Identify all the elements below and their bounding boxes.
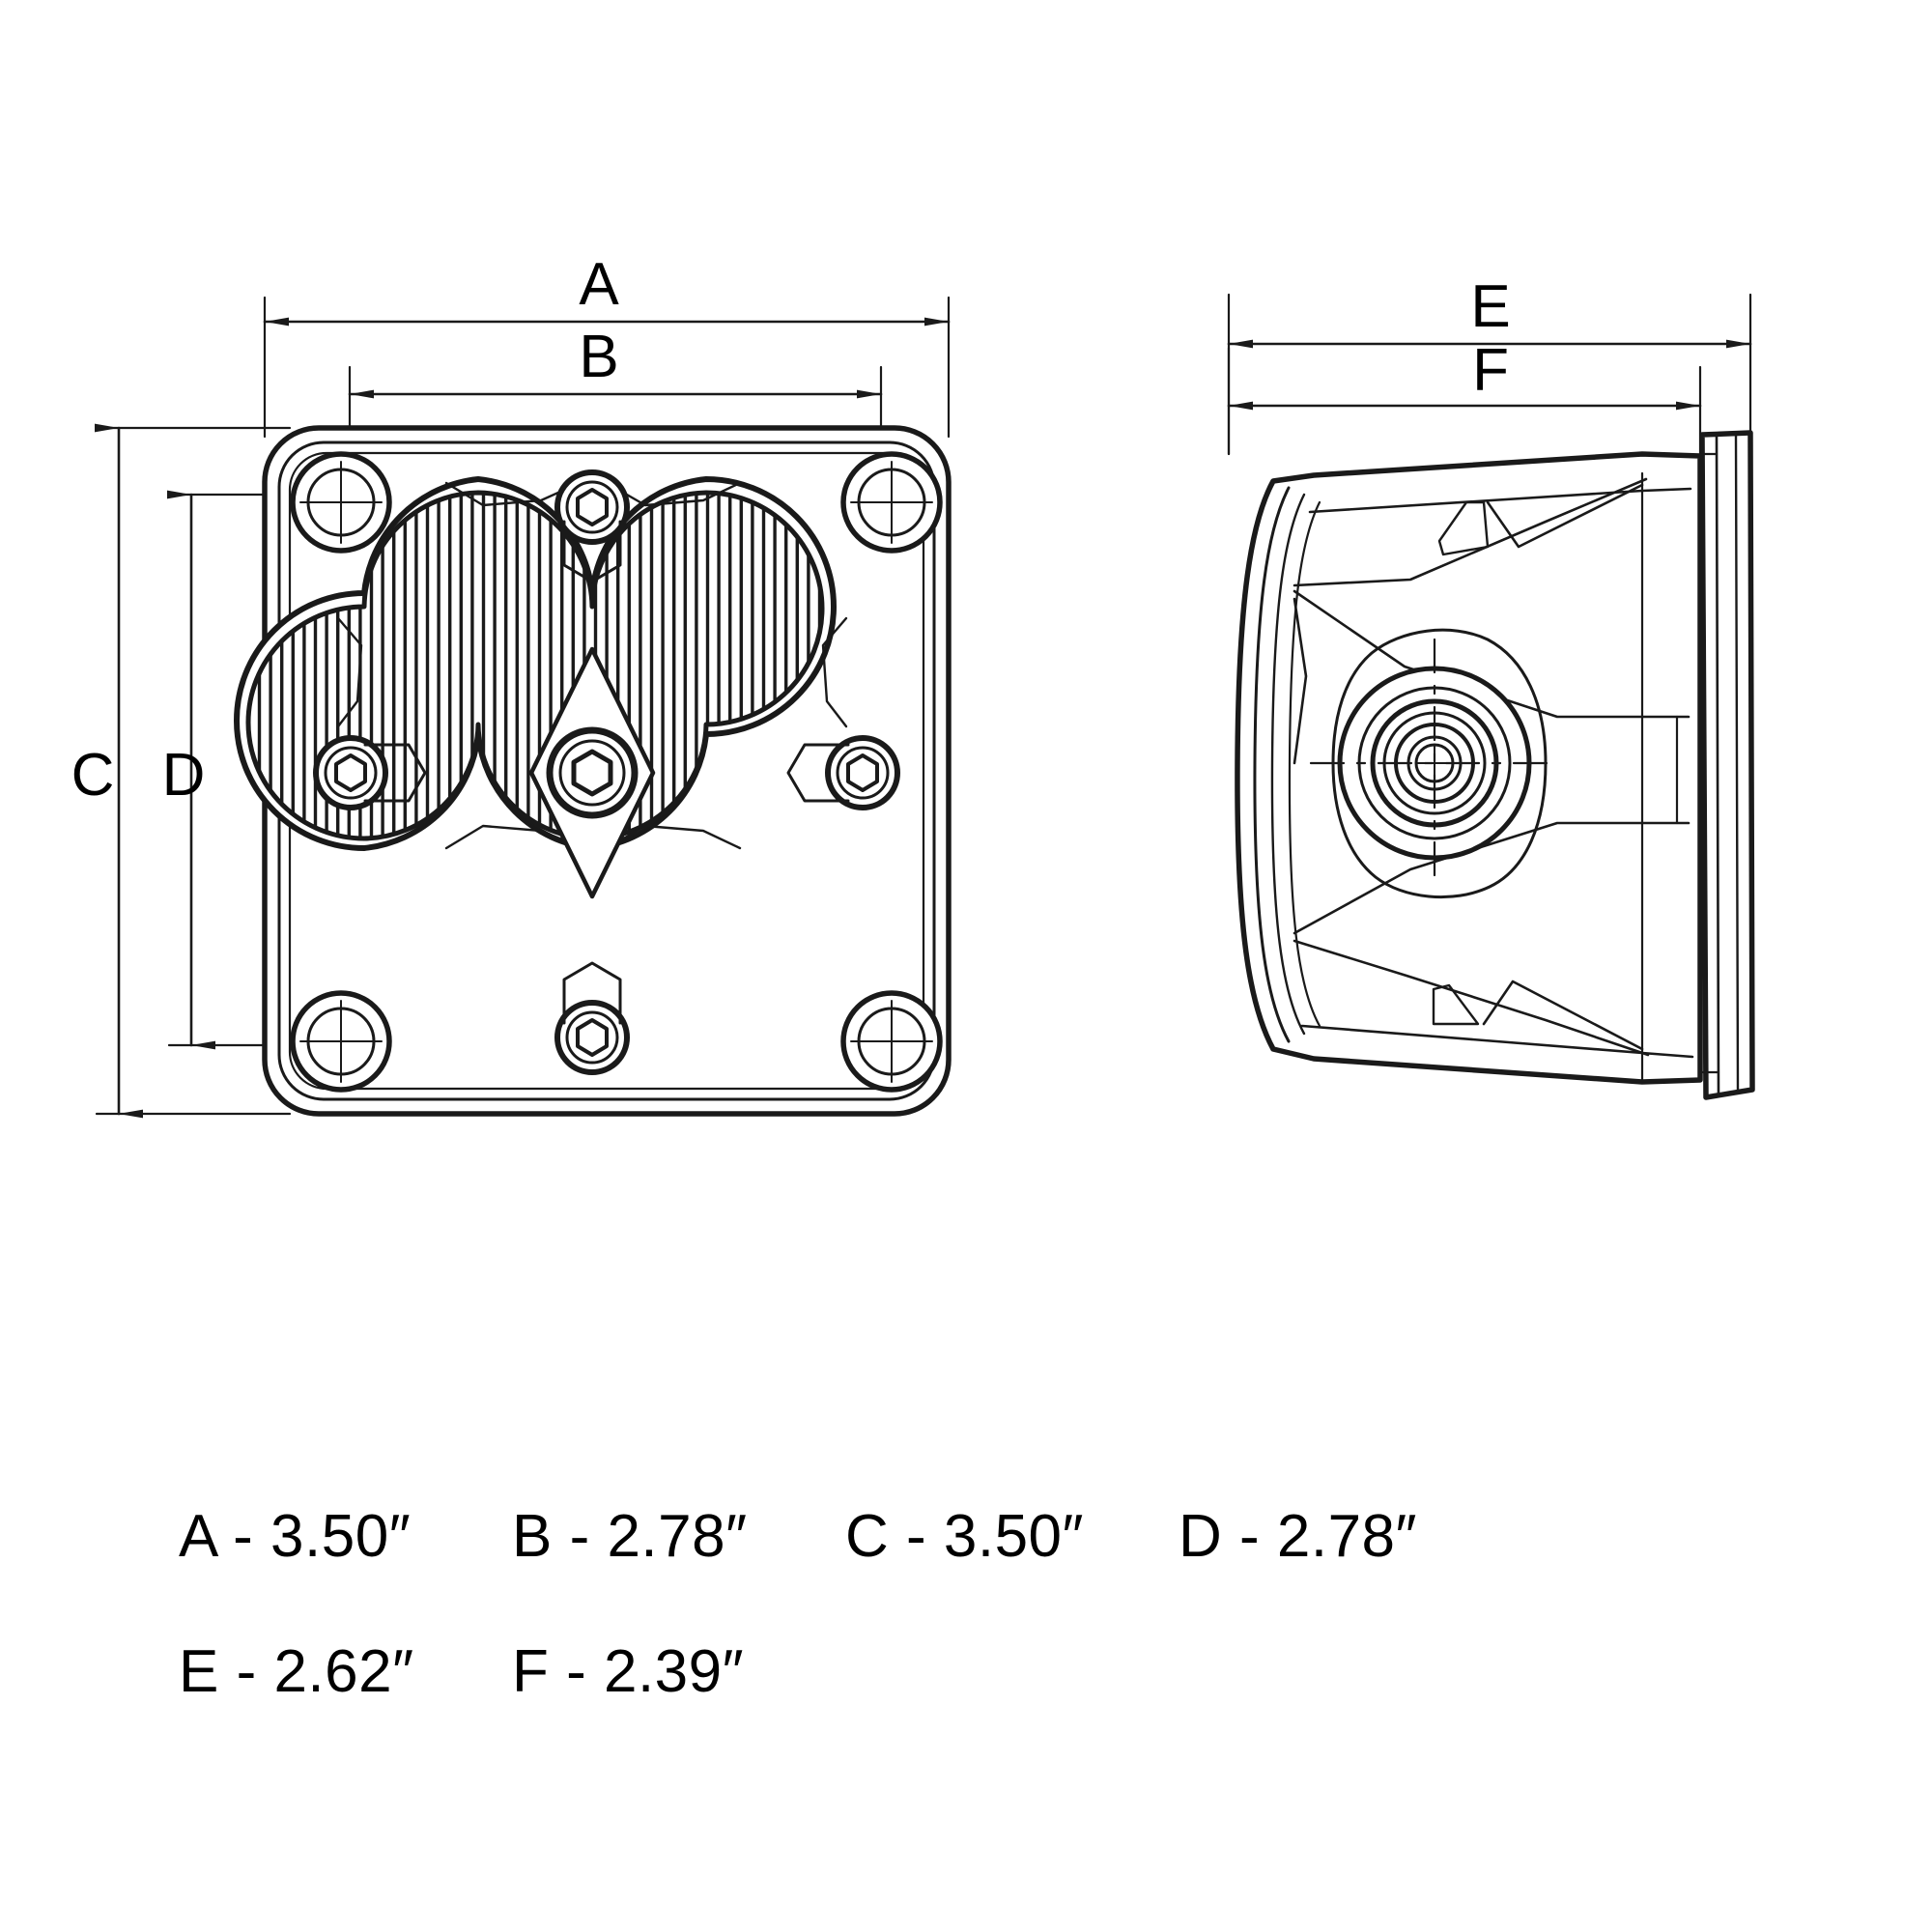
legend-row: A - 3.50″ B - 2.78″ C - 3.50″ D - 2.78″ (0, 1507, 1932, 1567)
dimension-callout-letters: A B C D E F (71, 251, 1511, 809)
hex-screw-top (554, 469, 630, 583)
callout-d: D (162, 742, 206, 809)
center-hex-screw (528, 646, 656, 899)
legend-entry-b: B - 2.78″ (512, 1503, 748, 1570)
callout-b: B (579, 324, 618, 390)
side-view-front-flange (1699, 430, 1755, 1100)
corner-mount-bosses (290, 451, 943, 1093)
callout-e: E (1470, 273, 1510, 340)
dimension-legend: A - 3.50″ B - 2.78″ C - 3.50″ D - 2.78″ … (0, 1507, 1932, 1702)
dimension-a-group (263, 296, 951, 439)
legend-entry-f: F - 2.39″ (512, 1638, 745, 1705)
legend-entry-e: E - 2.62″ (179, 1638, 414, 1705)
legend-entry-c: C - 3.50″ (845, 1503, 1084, 1570)
bezel-hex-screws (313, 469, 900, 1075)
corner-boss-bottom-right (840, 990, 943, 1093)
hex-screw-bottom (554, 961, 630, 1075)
corner-boss-bottom-left (290, 990, 392, 1093)
corner-boss-top-left (290, 451, 392, 554)
callout-f: F (1472, 337, 1509, 404)
optic-chamfer-facets (336, 481, 848, 850)
hex-screw-right (786, 735, 900, 810)
side-view-pivot-boss (1309, 638, 1560, 889)
hex-screw-left (313, 735, 427, 810)
legend-entry-a: A - 3.50″ (179, 1503, 412, 1570)
dimension-c-group (95, 423, 292, 1119)
dimension-f-group (1227, 346, 1702, 456)
legend-row: E - 2.62″ F - 2.39″ (0, 1642, 1932, 1702)
callout-c: C (71, 742, 115, 809)
callout-a: A (579, 251, 619, 318)
side-view-facets (1293, 471, 1694, 1082)
legend-entry-d: D - 2.78″ (1179, 1503, 1417, 1570)
corner-boss-top-right (840, 451, 943, 554)
